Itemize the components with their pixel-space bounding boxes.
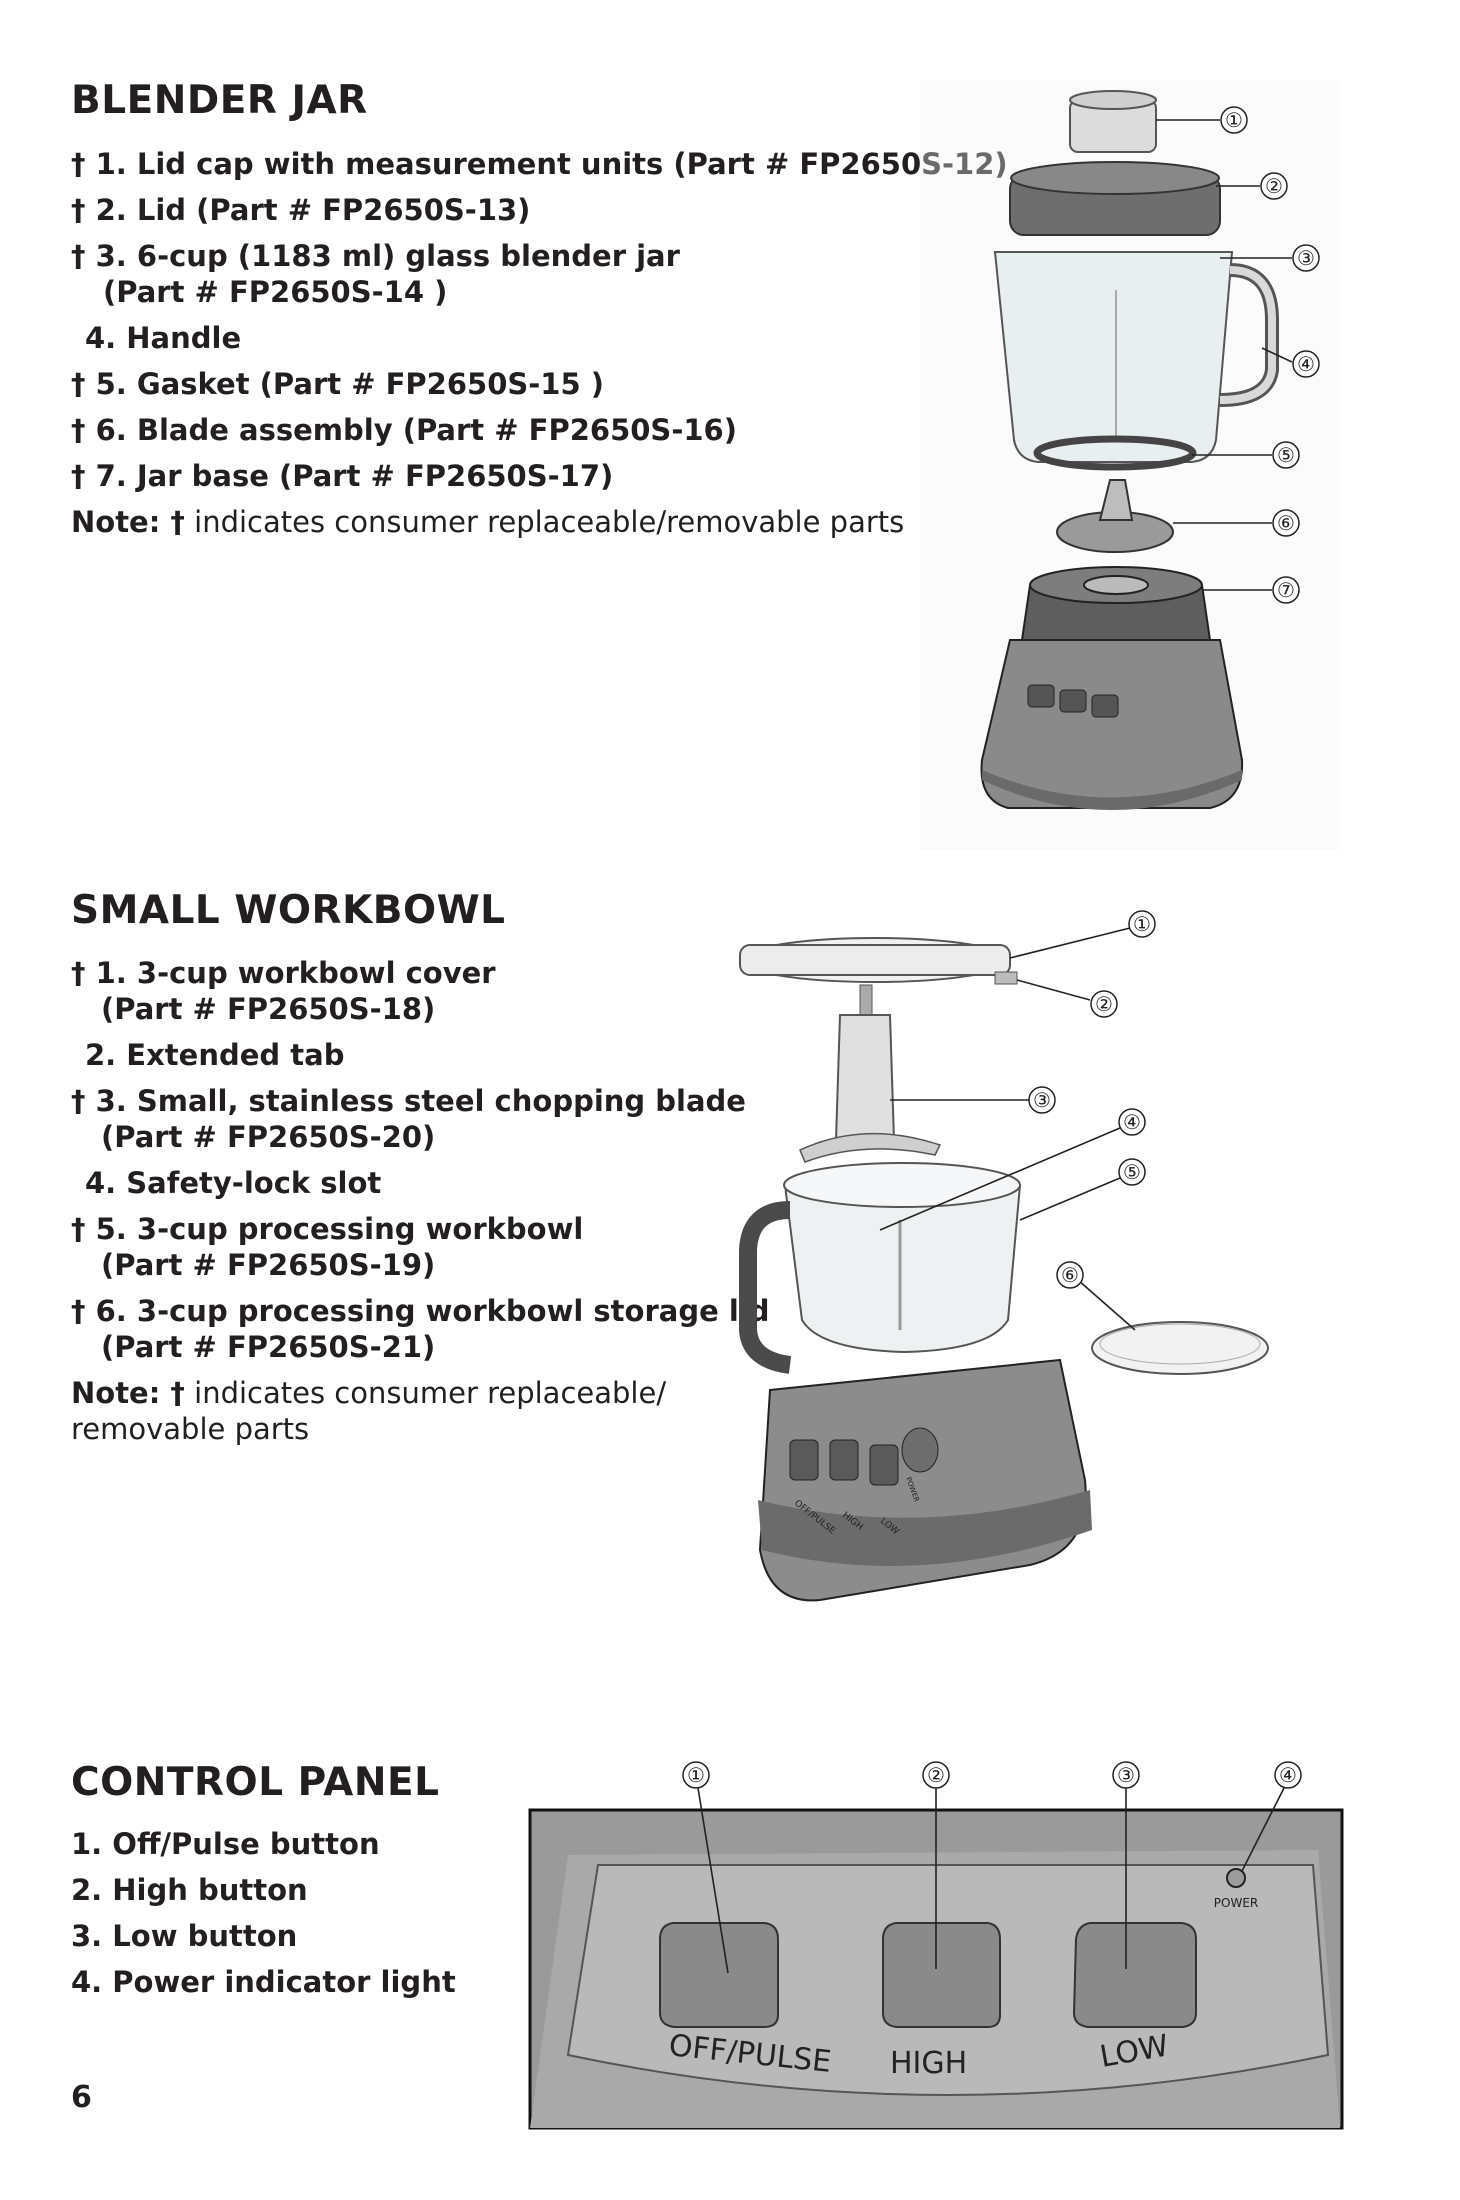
workbowl-item-1-part: (Part # FP2650S-18) (101, 992, 436, 1026)
blender-jar-note: Note: † indicates consumer replaceable/r… (71, 504, 904, 540)
workbowl-item-6-part: (Part # FP2650S-21) (101, 1330, 436, 1364)
workbowl-callout-2: ② (1095, 992, 1113, 1016)
low-button-shape (1072, 1922, 1197, 2028)
note-label: Note: † (71, 1376, 185, 1410)
high-label: HIGH (890, 2046, 967, 2081)
blender-jar-item-7: † 7. Jar base (Part # FP2650S-17) (71, 459, 614, 493)
small-workbowl-title: SMALL WORKBOWL (71, 888, 506, 933)
power-indicator-light (1226, 1868, 1246, 1888)
small-workbowl-parts-list: † 1. 3-cup workbowl cover (Part # FP2650… (71, 955, 770, 1447)
page-number: 6 (71, 2080, 92, 2115)
blender-jar-title: BLENDER JAR (71, 78, 368, 123)
control-panel-parts-list: 1. Off/Pulse button 2. High button 3. Lo… (71, 1826, 751, 2010)
workbowl-note: Note: † indicates consumer replaceable/ (71, 1375, 751, 1411)
high-button-shape (882, 1922, 1001, 2028)
blender-jar-item-3-part: (Part # FP2650S-14 ) (103, 275, 448, 309)
control-panel-item-1: 1. Off/Pulse button (71, 1827, 380, 1861)
workbowl-callout-3: ③ (1033, 1088, 1051, 1112)
workbowl-note-line2: removable parts (71, 1412, 310, 1446)
glass-jar-shape (993, 251, 1279, 463)
blender-callout-4: ④ (1297, 352, 1315, 376)
note-label: Note: † (71, 505, 185, 539)
blender-jar-item-3: † 3. 6-cup (1183 ml) glass blender jar (71, 239, 680, 273)
workbowl-item-3-part: (Part # FP2650S-20) (101, 1120, 436, 1154)
panel-callout-2: ② (927, 1763, 945, 1787)
workbowl-item-5: † 5. 3-cup processing workbowl (71, 1212, 584, 1246)
workbowl-item-2: 2. Extended tab (85, 1038, 345, 1072)
panel-callout-4: ④ (1279, 1763, 1297, 1787)
workbowl-motor-base-shape: OFF/PULSE HIGH LOW POWER (758, 1358, 1092, 1602)
panel-callout-3: ③ (1117, 1763, 1135, 1787)
motor-base-shape (980, 639, 1244, 810)
storage-lid-shape (1091, 1321, 1269, 1375)
control-panel-diagram: ① ② ③ ④ POWER OFF/PULSE HIGH LOW (528, 1755, 1348, 2130)
blender-jar-item-1: † 1. Lid cap with measurement units (Par… (71, 147, 1008, 181)
blender-callout-3: ③ (1297, 246, 1315, 270)
jar-base-shape (1020, 566, 1212, 641)
blender-jar-item-4: 4. Handle (85, 321, 242, 355)
lid-cap-shape (1069, 90, 1157, 153)
lid-shape (1009, 161, 1221, 236)
chopping-blade-shape (799, 984, 942, 1163)
workbowl-item-3: † 3. Small, stainless steel chopping bla… (71, 1084, 746, 1118)
small-workbowl-diagram: OFF/PULSE HIGH LOW POWER ① ② ③ ④ (690, 900, 1350, 1680)
control-panel-item-3: 3. Low button (71, 1919, 298, 1953)
control-panel-item-2: 2. High button (71, 1873, 308, 1907)
workbowl-callout-6: ⑥ (1061, 1263, 1079, 1287)
processing-workbowl-shape (739, 1162, 1022, 1374)
gasket-shape (1033, 435, 1197, 471)
blender-jar-item-5: † 5. Gasket (Part # FP2650S-15 ) (71, 367, 605, 401)
blender-jar-diagram: ① ② ③ ④ ⑤ ⑥ ⑦ (920, 80, 1340, 850)
power-label: POWER (1214, 1896, 1258, 1910)
control-panel-item-4: 4. Power indicator light (71, 1965, 456, 1999)
blender-jar-item-6: † 6. Blade assembly (Part # FP2650S-16) (71, 413, 737, 447)
blender-callout-5: ⑤ (1277, 443, 1295, 467)
panel-callout-1: ① (687, 1763, 705, 1787)
workbowl-cover-shape (739, 937, 1018, 985)
blender-callout-2: ② (1265, 174, 1283, 198)
workbowl-item-6: † 6. 3-cup processing workbowl storage l… (71, 1294, 770, 1328)
off-pulse-button-shape (659, 1922, 779, 2028)
workbowl-item-1: † 1. 3-cup workbowl cover (71, 956, 496, 990)
note-text: indicates consumer replaceable/removable… (184, 505, 905, 539)
blender-callout-6: ⑥ (1277, 511, 1295, 535)
workbowl-item-4: 4. Safety-lock slot (85, 1166, 382, 1200)
note-text: indicates consumer replaceable/ (184, 1376, 667, 1410)
workbowl-callout-1: ① (1133, 912, 1151, 936)
blender-jar-parts-list: † 1. Lid cap with measurement units (Par… (71, 146, 1008, 540)
blender-callout-7: ⑦ (1277, 578, 1295, 602)
workbowl-callout-5: ⑤ (1123, 1160, 1141, 1184)
workbowl-item-5-part: (Part # FP2650S-19) (101, 1248, 436, 1282)
blender-callout-1: ① (1225, 108, 1243, 132)
blender-jar-item-2: † 2. Lid (Part # FP2650S-13) (71, 193, 531, 227)
control-panel-title: CONTROL PANEL (71, 1760, 440, 1805)
workbowl-callout-4: ④ (1123, 1110, 1141, 1134)
blade-assembly-shape (1056, 479, 1174, 553)
